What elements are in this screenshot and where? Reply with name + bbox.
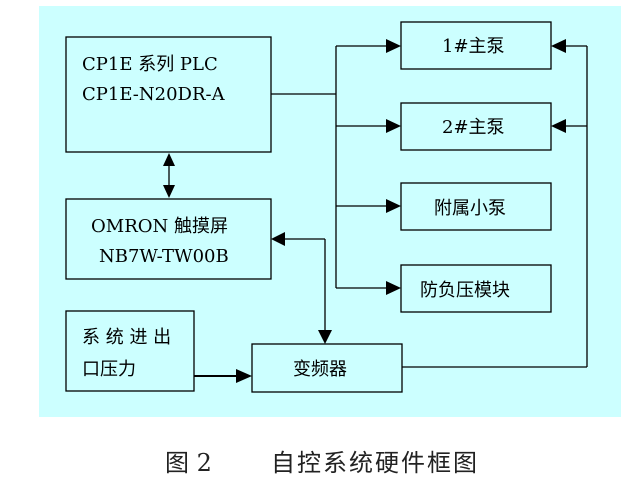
pressure-line1: 系 统 进 出 bbox=[82, 327, 171, 348]
vfd-label: 变频器 bbox=[293, 359, 347, 380]
node-vfd: 变频器 bbox=[251, 343, 403, 393]
arrowhead-right bbox=[386, 39, 401, 53]
node-pump2: 2#主泵 bbox=[400, 102, 552, 151]
arrowhead-left bbox=[551, 39, 566, 53]
edge-hmi-vfd bbox=[271, 232, 332, 344]
arrowhead-right bbox=[386, 199, 401, 213]
edge-plc-hmi bbox=[163, 153, 175, 198]
edge-vfd-pumps bbox=[402, 39, 588, 368]
plc-title: CP1E 系列 PLC bbox=[82, 54, 218, 75]
hmi-title: OMRON 触摸屏 bbox=[91, 216, 228, 237]
arrowhead-right bbox=[386, 281, 401, 295]
arrowhead-down bbox=[163, 185, 175, 198]
arrowhead-right bbox=[386, 119, 401, 133]
node-anti-neg: 防负压模块 bbox=[400, 264, 552, 313]
pump1-label: 1#主泵 bbox=[442, 36, 505, 57]
aux-pump-label: 附属小泵 bbox=[434, 198, 506, 219]
edge-plc-bus bbox=[271, 39, 401, 295]
arrowhead-up bbox=[163, 153, 175, 166]
plc-model: CP1E-N20DR-A bbox=[82, 84, 226, 105]
arrowhead-left bbox=[551, 119, 566, 133]
arrowhead-left bbox=[271, 232, 285, 246]
arrowhead-right bbox=[236, 369, 252, 383]
pump2-label: 2#主泵 bbox=[442, 117, 505, 138]
node-pump1: 1#主泵 bbox=[400, 21, 552, 70]
pressure-line2: 口压力 bbox=[82, 359, 136, 380]
node-pressure: 系 统 进 出 口压力 bbox=[65, 310, 195, 392]
hmi-model: NB7W-TW00B bbox=[99, 246, 229, 267]
node-plc: CP1E 系列 PLC CP1E-N20DR-A bbox=[65, 36, 272, 153]
figure-number: 图 2 bbox=[165, 449, 212, 477]
node-hmi: OMRON 触摸屏 NB7W-TW00B bbox=[65, 198, 272, 280]
anti-neg-label: 防负压模块 bbox=[420, 280, 510, 301]
figure-title: 自控系统硬件框图 bbox=[271, 449, 479, 477]
node-aux-pump: 附属小泵 bbox=[400, 182, 552, 231]
arrowhead-down bbox=[318, 330, 332, 344]
edge-pressure-vfd bbox=[194, 369, 252, 383]
